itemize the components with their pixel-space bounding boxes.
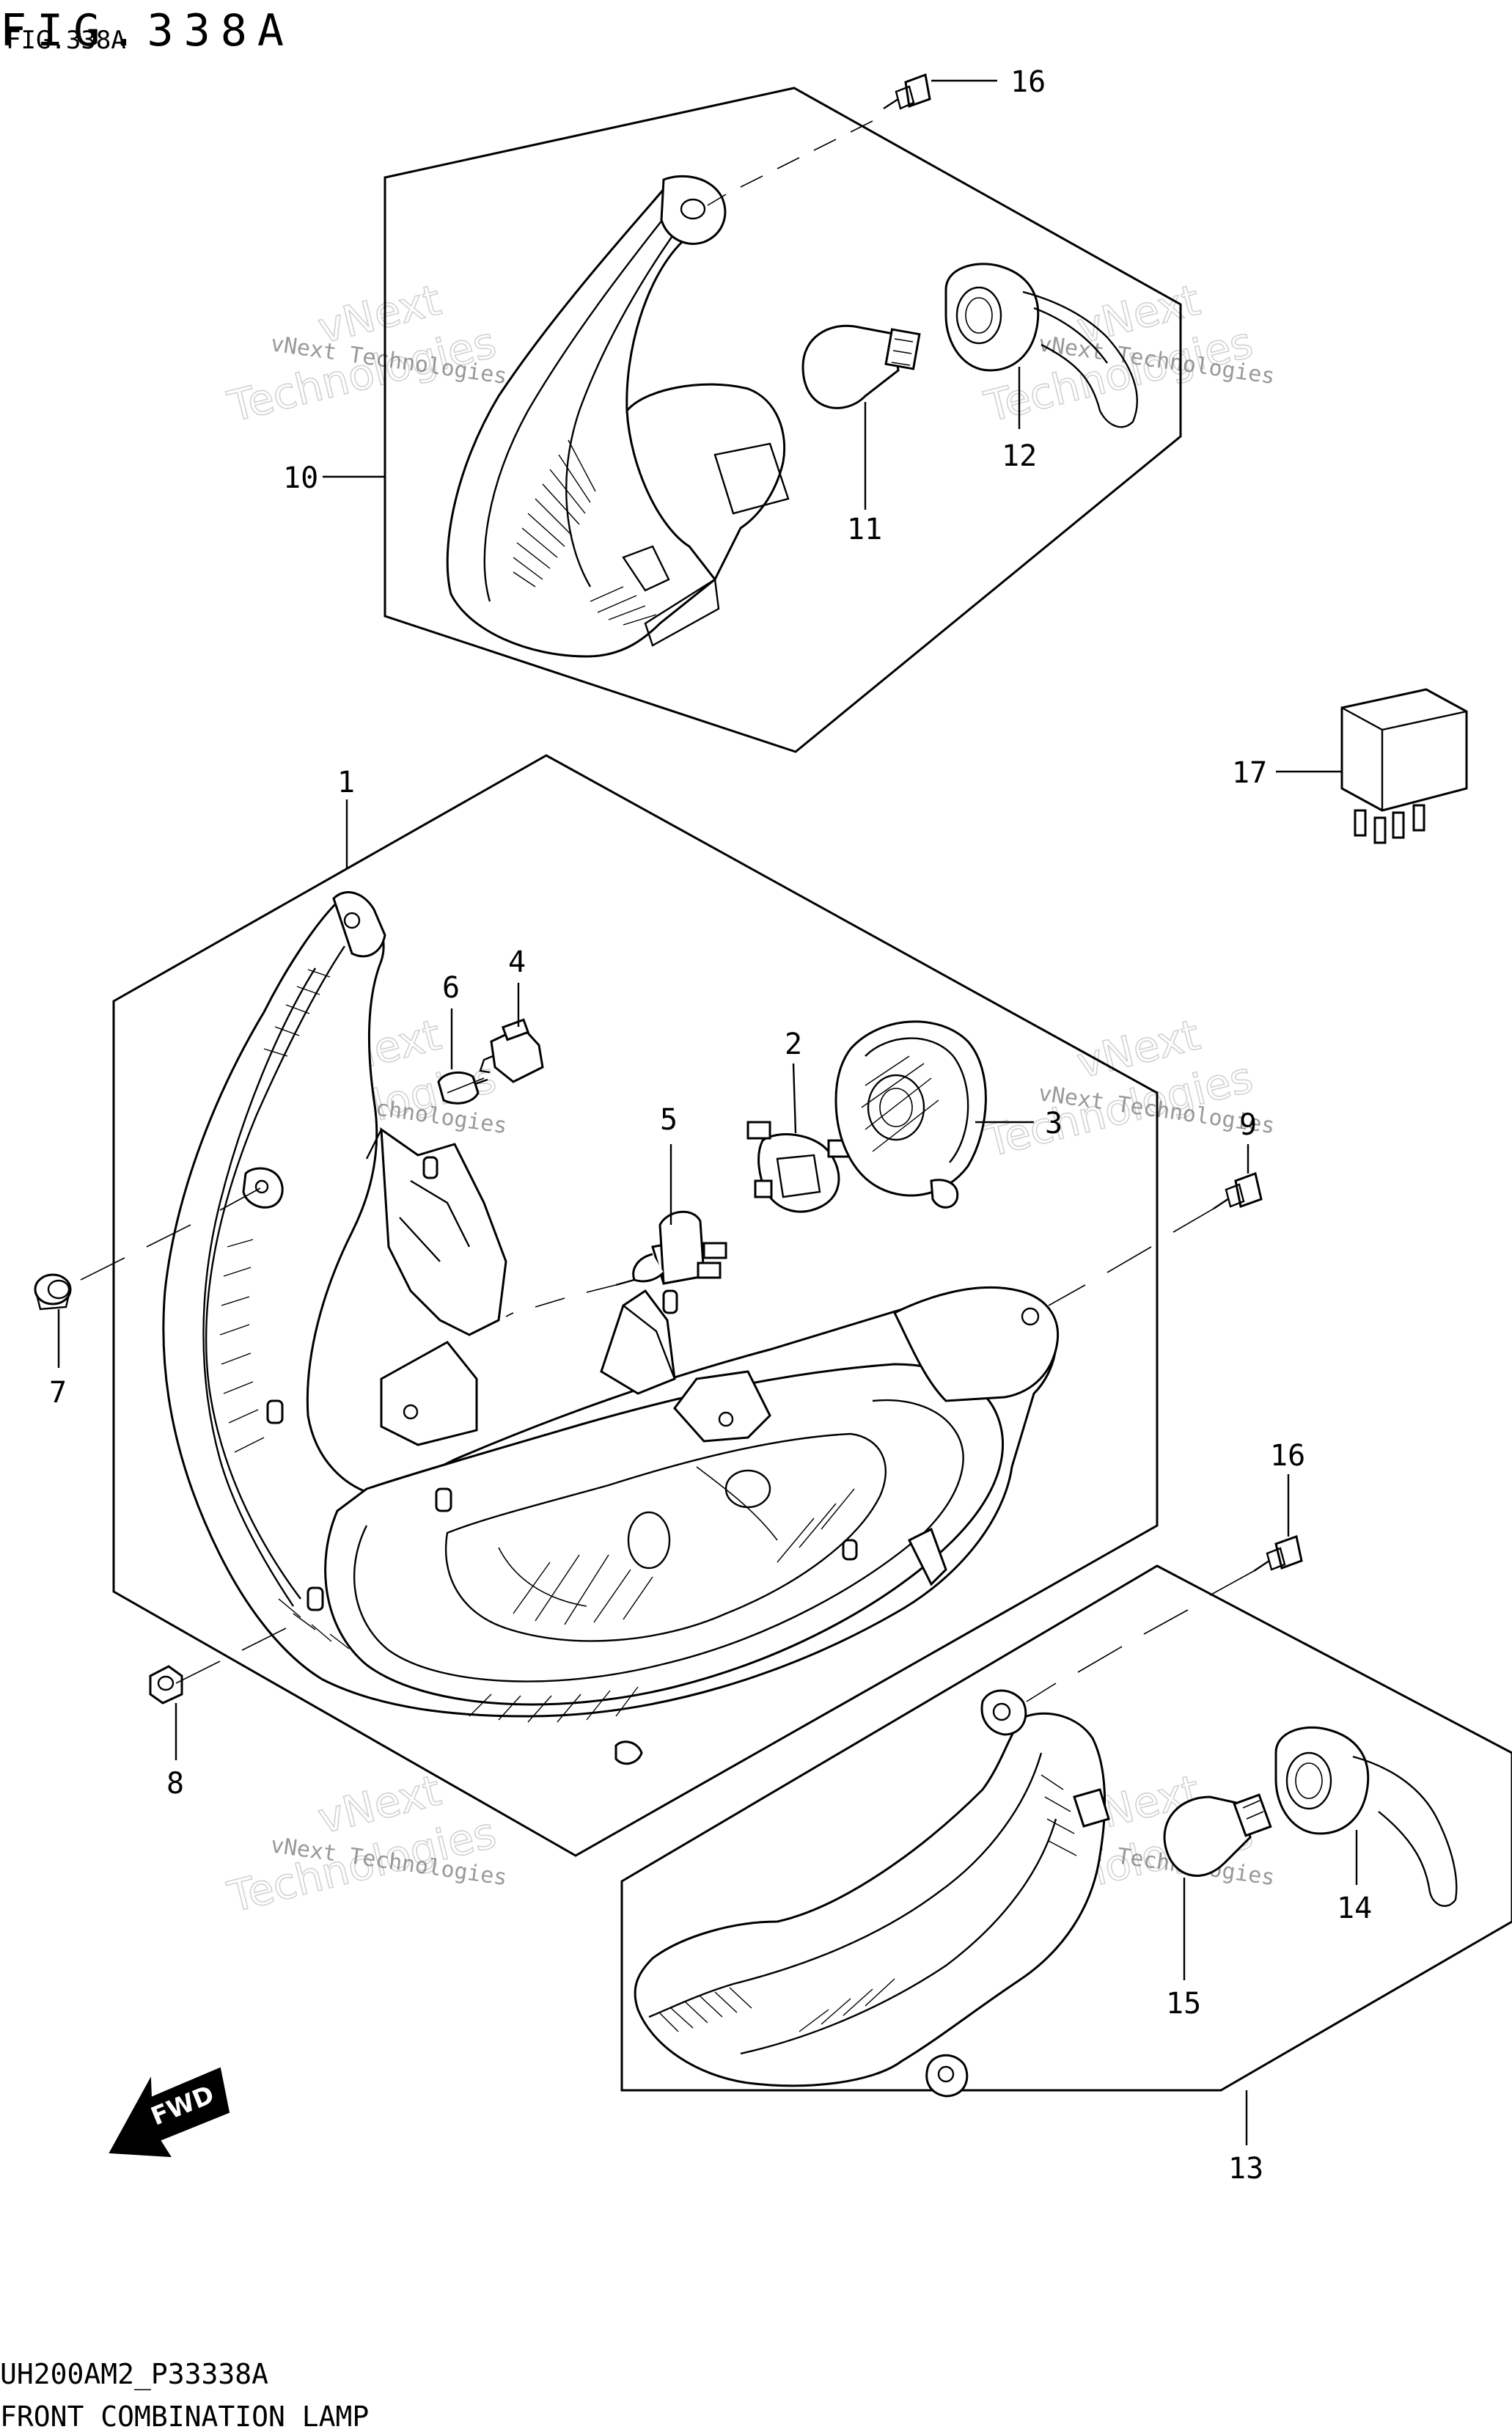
callout-16-top: 16	[1010, 65, 1046, 99]
assembly-box-lower-signal	[620, 1564, 1512, 2092]
callout-15: 15	[1166, 1987, 1201, 2021]
callout-4: 4	[508, 945, 526, 979]
callout-6: 6	[442, 971, 460, 1005]
callout-labels: 16 10 11 12 17 1 2 3 4 5 6 7 8 9 13 14 1…	[49, 65, 1372, 2186]
callout-2: 2	[785, 1028, 802, 1061]
screw-16-middle	[1253, 1535, 1303, 1572]
forward-direction-arrow: FWD	[109, 2067, 230, 2158]
callout-1: 1	[337, 766, 355, 799]
callout-5: 5	[660, 1103, 678, 1137]
callout-11: 11	[847, 513, 882, 546]
headlamp-bulb-socket	[746, 1121, 851, 1213]
drawing-code: UH200AM2_P33338A	[0, 2358, 268, 2391]
callout-10: 10	[283, 461, 318, 495]
callout-3: 3	[1045, 1107, 1063, 1140]
assembly-box-upper-signal	[383, 87, 1182, 753]
callout-7: 7	[49, 1376, 67, 1410]
callout-12: 12	[1002, 439, 1037, 473]
lower-signal-socket	[1274, 1726, 1458, 1907]
callout-13: 13	[1228, 2152, 1263, 2186]
assembly-box-headlamp	[112, 754, 1159, 1857]
callout-17: 17	[1232, 756, 1267, 790]
leader-lines	[57, 79, 1358, 2145]
callout-8: 8	[166, 1767, 184, 1801]
screw-16-top	[883, 73, 931, 110]
watermark-top-left: vNext Technologies vNext Technologies	[222, 274, 509, 433]
upper-signal-socket	[944, 263, 1138, 428]
figure-title-small: FIG.338A	[6, 26, 126, 55]
watermark-lower-left: vNext Technologies vNext Technologies	[222, 1765, 509, 1923]
callout-9: 9	[1239, 1108, 1257, 1142]
grommet-7	[34, 1273, 72, 1311]
headlamp-bulb-h4	[615, 1210, 727, 1286]
figure-title: FIG.338A	[0, 5, 294, 56]
figure-caption: FRONT COMBINATION LAMP	[0, 2401, 369, 2433]
position-lamp-socket	[479, 1018, 544, 1083]
nut-8	[149, 1665, 183, 1704]
headlamp-housing	[162, 891, 1060, 1765]
lower-signal-housing	[634, 1689, 1110, 2098]
callout-14: 14	[1337, 1892, 1372, 1925]
relay-unit	[1340, 688, 1468, 844]
upper-signal-housing	[446, 175, 790, 658]
screw-9	[1213, 1171, 1263, 1209]
lower-signal-bulb	[1163, 1793, 1272, 1877]
watermark-middle-right: vNext Technologies vNext Technologies	[979, 1009, 1277, 1168]
upper-signal-bulb	[801, 324, 921, 409]
callout-16-middle: 16	[1270, 1439, 1305, 1473]
headlamp-dust-cover	[834, 1020, 987, 1209]
